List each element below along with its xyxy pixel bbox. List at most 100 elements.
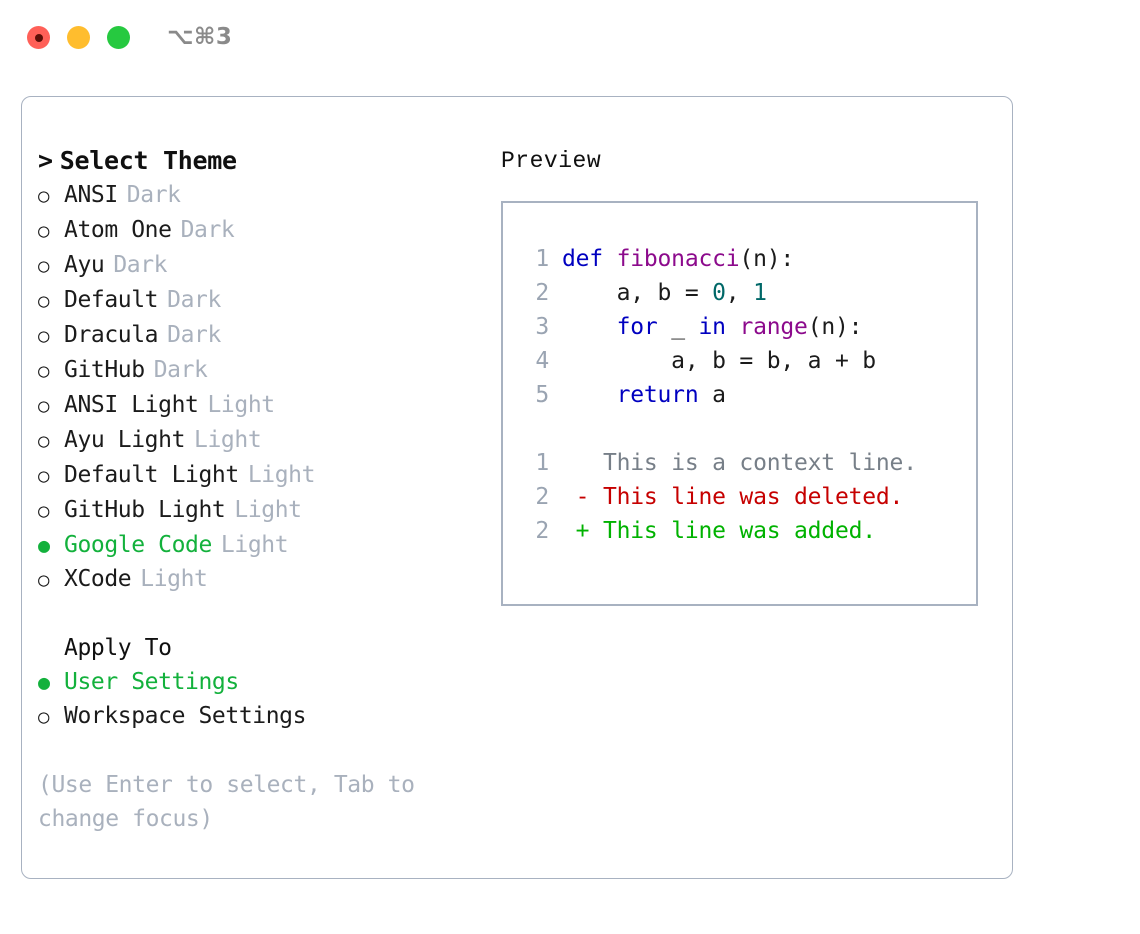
radio-selected-icon: ● (38, 670, 50, 694)
close-button[interactable] (27, 26, 50, 49)
apply-to-option-label: User Settings (64, 669, 239, 695)
radio-unselected-icon: ○ (38, 290, 50, 312)
token-kw: for (616, 314, 658, 340)
line-number: 1 (535, 450, 549, 476)
diff-spacer (521, 412, 968, 446)
code-line: 2 a, b = 0, 1 (521, 276, 968, 310)
diff-sample: 1 This is a context line. 2 - This line w… (521, 446, 968, 548)
token-plain: (n): (807, 314, 863, 340)
code-line-text: a, b = b, a + b (562, 344, 876, 378)
apply-to-option-label: Workspace Settings (64, 703, 307, 729)
keyboard-shortcut-label: ⌥⌘3 (167, 24, 233, 50)
diff-marker: - (562, 484, 603, 510)
radio-unselected-icon: ○ (38, 395, 50, 417)
section-spacer (38, 597, 478, 631)
theme-option-label: ANSI Light (64, 392, 199, 418)
diff-text: This is a context line. (602, 450, 917, 476)
radio-unselected-icon: ○ (38, 569, 50, 591)
preview-heading: Preview (501, 148, 602, 174)
apply-to-option-workspace-settings[interactable]: ○ Workspace Settings (38, 699, 478, 734)
line-number: 5 (535, 382, 549, 408)
code-line: 4 a, b = b, a + b (521, 344, 968, 378)
prompt-caret-icon: > (38, 146, 53, 175)
select-theme-heading: >Select Theme (38, 144, 478, 178)
theme-variant-tag: Light (140, 566, 208, 592)
diff-text: This line was deleted. (602, 484, 904, 510)
radio-unselected-icon: ○ (38, 430, 50, 452)
radio-unselected-icon: ○ (38, 706, 50, 728)
window-titlebar: ⌥⌘3 (0, 0, 1140, 80)
theme-variant-tag: Light (220, 532, 289, 558)
line-number: 2 (535, 518, 549, 544)
apply-to-option-user-settings[interactable]: ● User Settings (38, 665, 478, 699)
theme-variant-tag: Light (207, 392, 275, 418)
theme-option-label: XCode (64, 566, 132, 592)
token-plain: (n): (739, 246, 795, 272)
apply-to-heading: Apply To (64, 635, 172, 661)
token-fn: fibonacci (616, 246, 740, 272)
line-number: 2 (535, 484, 549, 510)
line-number: 2 (535, 280, 549, 306)
theme-option-label: Default (64, 287, 159, 313)
theme-option-label: Ayu (64, 252, 105, 278)
code-line: 5 return a (521, 378, 968, 412)
token-kw: in (698, 314, 726, 340)
line-number: 1 (535, 246, 549, 272)
theme-variant-tag: Light (247, 462, 316, 488)
diff-text: This line was added. (602, 518, 876, 544)
token-plain: _ (657, 314, 699, 340)
theme-variant-tag: Dark (126, 182, 181, 208)
diff-line: 2 - This line was deleted. (521, 480, 968, 514)
theme-option-ansi-light[interactable]: ○ ANSI Light Light (38, 388, 478, 423)
theme-variant-tag: Dark (167, 322, 221, 348)
radio-unselected-icon: ○ (38, 255, 50, 277)
minimize-button[interactable] (67, 26, 90, 49)
select-theme-label: Select Theme (59, 146, 237, 175)
traffic-lights (27, 26, 130, 49)
theme-option-label: Default Light (64, 462, 239, 488)
apply-to-list[interactable]: ● User Settings ○ Workspace Settings (38, 665, 478, 734)
token-plain: a, b = b, a + b (562, 348, 876, 374)
token-plain (562, 314, 617, 340)
token-plain (562, 382, 617, 408)
code-line-text: def fibonacci(n): (562, 242, 794, 276)
theme-option-ayu[interactable]: ○ Ayu Dark (38, 248, 478, 283)
theme-option-xcode[interactable]: ○ XCode Light (38, 562, 478, 597)
diff-line-text: This is a context line. (562, 446, 917, 480)
theme-variant-tag: Light (234, 497, 302, 523)
token-kw: return (616, 382, 699, 408)
line-number: 3 (535, 314, 549, 340)
theme-option-label: GitHub Light (64, 497, 226, 523)
theme-variant-tag: Dark (113, 252, 168, 278)
code-line: 1 def fibonacci(n): (521, 242, 968, 276)
theme-variant-tag: Dark (153, 357, 208, 383)
line-number: 4 (535, 348, 549, 374)
diff-marker: + (562, 518, 603, 544)
keyboard-hint-text: (Use Enter to select, Tab to change focu… (38, 772, 415, 832)
zoom-button[interactable] (107, 26, 130, 49)
token-num: 0 (712, 280, 726, 306)
theme-option-label: Google Code (64, 532, 212, 558)
token-plain: , (725, 280, 754, 306)
diff-line-text: + This line was added. (562, 514, 876, 548)
theme-option-label: GitHub (64, 357, 145, 383)
theme-variant-tag: Light (194, 427, 262, 453)
code-line-text: a, b = 0, 1 (562, 276, 767, 310)
diff-marker (562, 450, 603, 476)
